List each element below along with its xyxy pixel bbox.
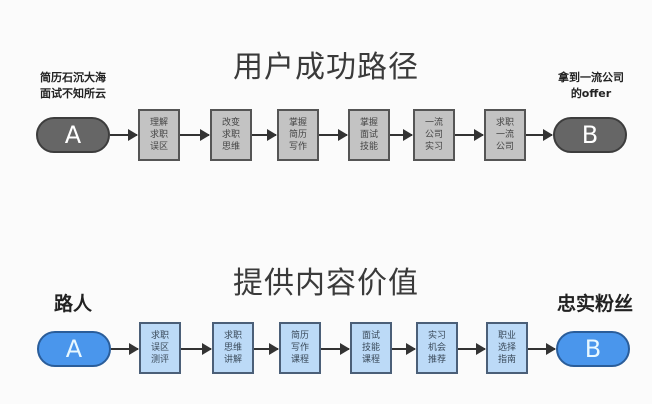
bottom-start-node: A bbox=[37, 331, 111, 367]
step-text-line: 课程 bbox=[361, 355, 380, 365]
step-text-line: 写作 bbox=[288, 142, 307, 152]
top-step-box: 掌握面试技能 bbox=[348, 109, 390, 161]
step-text-line: 掌握 bbox=[288, 118, 307, 128]
step-text-line: 职业 bbox=[497, 331, 516, 341]
top-start-node: A bbox=[36, 117, 110, 153]
step-text-line: 误区 bbox=[149, 142, 168, 152]
flow-arrow bbox=[321, 343, 350, 355]
flow-arrow bbox=[110, 129, 138, 141]
step-text-line: 机会 bbox=[427, 343, 446, 353]
flow-arrow bbox=[319, 129, 348, 141]
bottom-step-box: 求职误区测评 bbox=[139, 322, 181, 374]
step-text-line: 求职 bbox=[495, 118, 514, 128]
bottom-step-box: 实习机会推荐 bbox=[416, 322, 458, 374]
step-text-line: 简历 bbox=[290, 331, 309, 341]
step-text-line: 技能 bbox=[361, 343, 380, 353]
step-text-line: 求职 bbox=[223, 331, 242, 341]
top-end-label-line: 拿到一流公司 bbox=[558, 71, 624, 84]
flow-arrow bbox=[180, 129, 210, 141]
step-text-line: 写作 bbox=[290, 343, 309, 353]
step-text-line: 理解 bbox=[149, 118, 168, 128]
step-text-line: 求职 bbox=[150, 331, 169, 341]
step-text-line: 公司 bbox=[495, 142, 514, 152]
step-text-line: 简历 bbox=[288, 130, 307, 140]
top-flow-title: 用户成功路径 bbox=[233, 50, 419, 85]
step-text-line: 掌握 bbox=[359, 118, 378, 128]
step-text-line: 选择 bbox=[497, 343, 516, 353]
top-start-label-line: 简历石沉大海 bbox=[40, 71, 106, 84]
step-text-line: 实习 bbox=[427, 331, 446, 341]
bottom-start-label: 路人 bbox=[53, 293, 92, 315]
bottom-end-node: B bbox=[556, 331, 630, 367]
step-text-line: 一流 bbox=[495, 130, 514, 140]
step-text-line: 推荐 bbox=[427, 355, 446, 365]
bottom-flow-title: 提供内容价值 bbox=[233, 266, 419, 301]
bottom-step-box: 简历写作课程 bbox=[279, 322, 321, 374]
flow-arrow bbox=[392, 343, 416, 355]
top-step-box: 理解求职误区 bbox=[138, 109, 180, 161]
step-text-line: 指南 bbox=[497, 355, 516, 365]
flow-arrow bbox=[181, 343, 212, 355]
bottom-step-box: 职业选择指南 bbox=[486, 322, 528, 374]
step-text-line: 改变 bbox=[221, 118, 240, 128]
flow-arrow bbox=[111, 343, 139, 355]
bottom-end-label: 忠实粉丝 bbox=[556, 293, 633, 315]
top-start-label-line: 面试不知所云 bbox=[40, 87, 106, 100]
top-end-label: 拿到一流公司 的offer bbox=[548, 70, 634, 102]
step-text-line: 实习 bbox=[424, 142, 443, 152]
step-text-line: 面试 bbox=[361, 331, 380, 341]
step-text-line: 思维 bbox=[223, 343, 242, 353]
flow-arrow bbox=[390, 129, 413, 141]
step-text-line: 技能 bbox=[359, 142, 378, 152]
step-text-line: 讲解 bbox=[223, 355, 242, 365]
step-text-line: 课程 bbox=[290, 355, 309, 365]
top-end-node: B bbox=[553, 117, 627, 153]
step-text-line: 测评 bbox=[150, 355, 169, 365]
step-text-line: 一流 bbox=[424, 118, 443, 128]
top-step-box: 掌握简历写作 bbox=[277, 109, 319, 161]
top-step-box: 改变求职思维 bbox=[210, 109, 252, 161]
flow-arrow bbox=[528, 343, 556, 355]
bottom-step-box: 面试技能课程 bbox=[350, 322, 392, 374]
step-text-line: 求职 bbox=[149, 130, 168, 140]
flow-arrow bbox=[254, 343, 279, 355]
step-text-line: 求职 bbox=[221, 130, 240, 140]
step-text-line: 面试 bbox=[359, 130, 378, 140]
flow-arrow bbox=[252, 129, 277, 141]
flow-arrow bbox=[458, 343, 486, 355]
step-text-line: 误区 bbox=[150, 343, 169, 353]
top-step-box: 一流公司实习 bbox=[413, 109, 455, 161]
top-start-label: 简历石沉大海 面试不知所云 bbox=[28, 70, 118, 102]
bottom-step-box: 求职思维讲解 bbox=[212, 322, 254, 374]
step-text-line: 思维 bbox=[221, 142, 240, 152]
top-end-label-line: 的offer bbox=[570, 87, 612, 100]
flow-arrow bbox=[455, 129, 484, 141]
step-text-line: 公司 bbox=[424, 130, 443, 140]
flow-arrow bbox=[526, 129, 553, 141]
top-step-box: 求职一流公司 bbox=[484, 109, 526, 161]
